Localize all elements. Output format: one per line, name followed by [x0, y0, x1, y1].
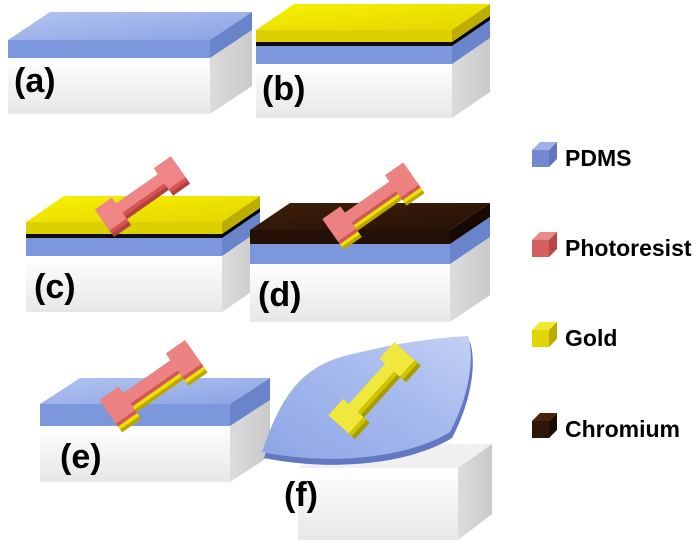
pdms-front-face	[8, 40, 210, 58]
panel-label-b: (b)	[262, 70, 305, 108]
adhesion-line-front	[256, 42, 452, 46]
pdms-side-face	[450, 217, 490, 264]
pdms-side-face	[452, 20, 490, 64]
legend-item-chromium: Chromium	[532, 413, 680, 442]
substrate-front-face	[40, 426, 230, 482]
photoresist-swatch-icon	[532, 232, 557, 240]
panel-label-e: (e)	[60, 438, 102, 476]
chromium-swatch-icon	[549, 413, 557, 438]
substrate-side-face	[452, 38, 490, 118]
pdms-side-face	[230, 378, 270, 426]
substrate-side-face	[458, 444, 492, 540]
panel-c: (c)	[26, 156, 260, 312]
chromium-side-face	[450, 203, 490, 244]
adhesion-line-side	[222, 208, 260, 238]
substrate-front-face	[256, 64, 452, 118]
gold-side-face	[452, 4, 490, 42]
legend-label-gold: Gold	[565, 325, 617, 351]
pdms-top-face	[8, 12, 252, 40]
panel-label-a: (a)	[14, 62, 56, 100]
panel-label-d: (d)	[258, 276, 301, 314]
substrate-front-face	[250, 264, 450, 322]
substrate-side-face	[230, 400, 270, 482]
adhesion-line-side	[452, 16, 490, 46]
pdms-side-face	[222, 212, 260, 256]
chromium-swatch-icon	[532, 421, 549, 438]
panel-label-f: (f)	[284, 476, 318, 514]
legend-item-pdms: PDMS	[532, 142, 631, 171]
gold-side-face	[222, 196, 260, 234]
gold-top-face	[256, 4, 490, 30]
legend-label-photoresist: Photoresist	[565, 235, 692, 261]
legend-item-photoresist: Photoresist	[532, 232, 692, 261]
pdms-front-face	[250, 244, 450, 264]
substrate-front-face	[298, 468, 458, 540]
legend-item-gold: Gold	[532, 322, 617, 351]
gold-top-face	[26, 196, 260, 222]
legend: PDMS Photoresist Gold Chromium	[532, 142, 692, 442]
photoresist-swatch-icon	[549, 232, 557, 257]
photoresist-swatch-icon	[532, 240, 549, 257]
pdms-front-face	[26, 238, 222, 256]
panel-e: (e)	[40, 340, 270, 482]
substrate-front-face	[26, 256, 222, 312]
gold-swatch-icon	[532, 330, 549, 347]
panel-b: (b)	[256, 4, 490, 118]
gold-front-face	[256, 30, 452, 42]
chromium-swatch-icon	[532, 413, 557, 421]
substrate-front-face	[8, 58, 210, 114]
gold-swatch-icon	[532, 322, 557, 330]
pdms-front-face	[256, 46, 452, 64]
pdms-side-face	[210, 12, 252, 58]
substrate-side-face	[450, 237, 490, 322]
panel-label-c: (c)	[34, 268, 76, 306]
legend-label-pdms: PDMS	[565, 145, 631, 171]
gold-swatch-icon	[549, 322, 557, 347]
pdms-swatch-icon	[532, 150, 549, 167]
adhesion-line-front	[26, 234, 222, 238]
panel-f: (f)	[262, 336, 492, 540]
pdms-swatch-icon	[532, 142, 557, 150]
panel-a: (a)	[8, 12, 252, 114]
legend-label-chromium: Chromium	[565, 416, 680, 442]
panel-d: (d)	[250, 162, 490, 322]
pdms-swatch-icon	[549, 142, 557, 167]
